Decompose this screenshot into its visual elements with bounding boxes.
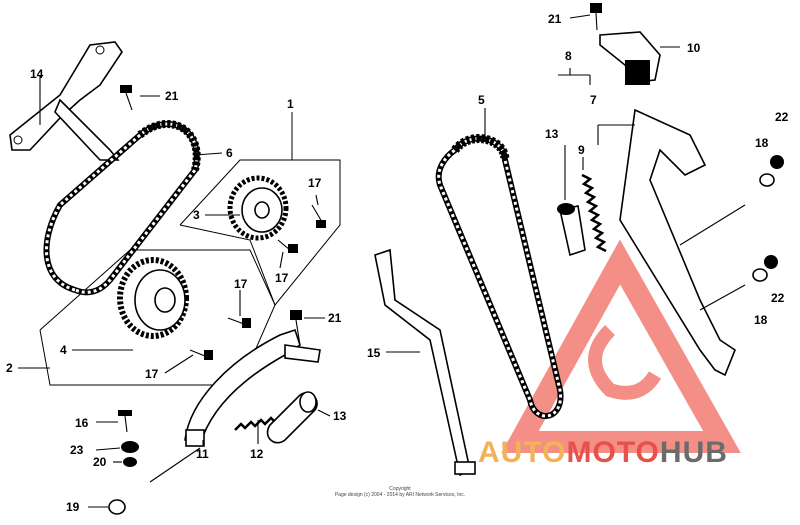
bolt-17-c bbox=[227, 317, 251, 328]
label-11: 11 bbox=[196, 447, 209, 461]
label-9: 9 bbox=[578, 143, 585, 157]
part-5-cam-chain bbox=[435, 134, 564, 419]
label-16: 16 bbox=[75, 416, 89, 430]
label-21-b: 21 bbox=[328, 311, 342, 325]
part-15-chain-guide bbox=[374, 248, 476, 477]
bolt-17-d bbox=[189, 349, 213, 360]
watermark-part-3: HUB bbox=[659, 436, 728, 469]
watermark-part-2: MOTO bbox=[566, 436, 660, 469]
label-17-d: 17 bbox=[145, 367, 159, 381]
label-4: 4 bbox=[60, 343, 67, 357]
label-5: 5 bbox=[478, 93, 485, 107]
part-3-sprocket bbox=[227, 175, 289, 241]
leader-lines bbox=[18, 14, 680, 508]
label-6: 6 bbox=[226, 146, 233, 160]
label-21-a: 21 bbox=[165, 89, 179, 103]
label-2: 2 bbox=[6, 361, 13, 375]
label-13-b: 13 bbox=[545, 127, 559, 141]
part-6-cam-chain bbox=[43, 120, 201, 296]
label-20: 20 bbox=[93, 455, 107, 469]
label-15: 15 bbox=[367, 346, 381, 360]
part-13-roller-a bbox=[266, 391, 318, 444]
part-13-roller-b bbox=[557, 203, 586, 257]
copyright-line-1: Copyright bbox=[389, 486, 411, 492]
part-7-tensioner-assembly bbox=[619, 108, 746, 377]
label-17-a: 17 bbox=[308, 176, 322, 190]
label-7: 7 bbox=[590, 93, 597, 107]
label-17-c: 17 bbox=[234, 277, 248, 291]
watermark-logo-icon bbox=[501, 239, 741, 453]
label-18-a: 18 bbox=[755, 136, 769, 150]
washer-23 bbox=[121, 441, 139, 453]
part-11-tensioner-arm bbox=[149, 328, 301, 483]
watermark-part-1: AUTO bbox=[478, 436, 567, 469]
bolt-17-b bbox=[277, 239, 298, 253]
label-23: 23 bbox=[70, 443, 84, 457]
nut-22-b bbox=[764, 255, 778, 269]
label-1: 1 bbox=[287, 97, 294, 111]
part-10-bracket bbox=[590, 3, 661, 85]
label-18-b: 18 bbox=[754, 313, 768, 327]
label-14: 14 bbox=[30, 67, 44, 81]
bolt-21-b bbox=[284, 310, 321, 363]
label-13-a: 13 bbox=[333, 409, 347, 423]
bolt-21-a bbox=[120, 85, 133, 111]
watermark-text: AUTOMOTOHUB bbox=[478, 436, 728, 470]
label-12: 12 bbox=[250, 447, 264, 461]
copyright-line-2: Page design (c) 2004 - 2014 by ARI Netwo… bbox=[334, 492, 466, 498]
label-19: 19 bbox=[66, 500, 80, 514]
part-4-sprocket bbox=[117, 257, 189, 339]
label-21-c: 21 bbox=[548, 12, 562, 26]
copyright-notice: Copyright Page design (c) 2004 - 2014 by… bbox=[300, 486, 500, 498]
label-22-b: 22 bbox=[771, 291, 785, 305]
part-14-bracket bbox=[9, 41, 123, 161]
washer-18-b bbox=[752, 268, 768, 282]
label-17-b: 17 bbox=[275, 271, 289, 285]
nut-20 bbox=[123, 457, 137, 467]
label-8: 8 bbox=[565, 49, 572, 63]
label-10: 10 bbox=[687, 41, 701, 55]
label-3: 3 bbox=[193, 208, 200, 222]
cap-19 bbox=[108, 499, 126, 515]
nut-22-a bbox=[770, 155, 784, 169]
bolt-16 bbox=[118, 410, 132, 433]
bolt-17-a bbox=[311, 204, 326, 228]
part-9-spring bbox=[581, 173, 607, 253]
washer-18-a bbox=[759, 173, 775, 187]
label-22-a: 22 bbox=[775, 110, 789, 124]
